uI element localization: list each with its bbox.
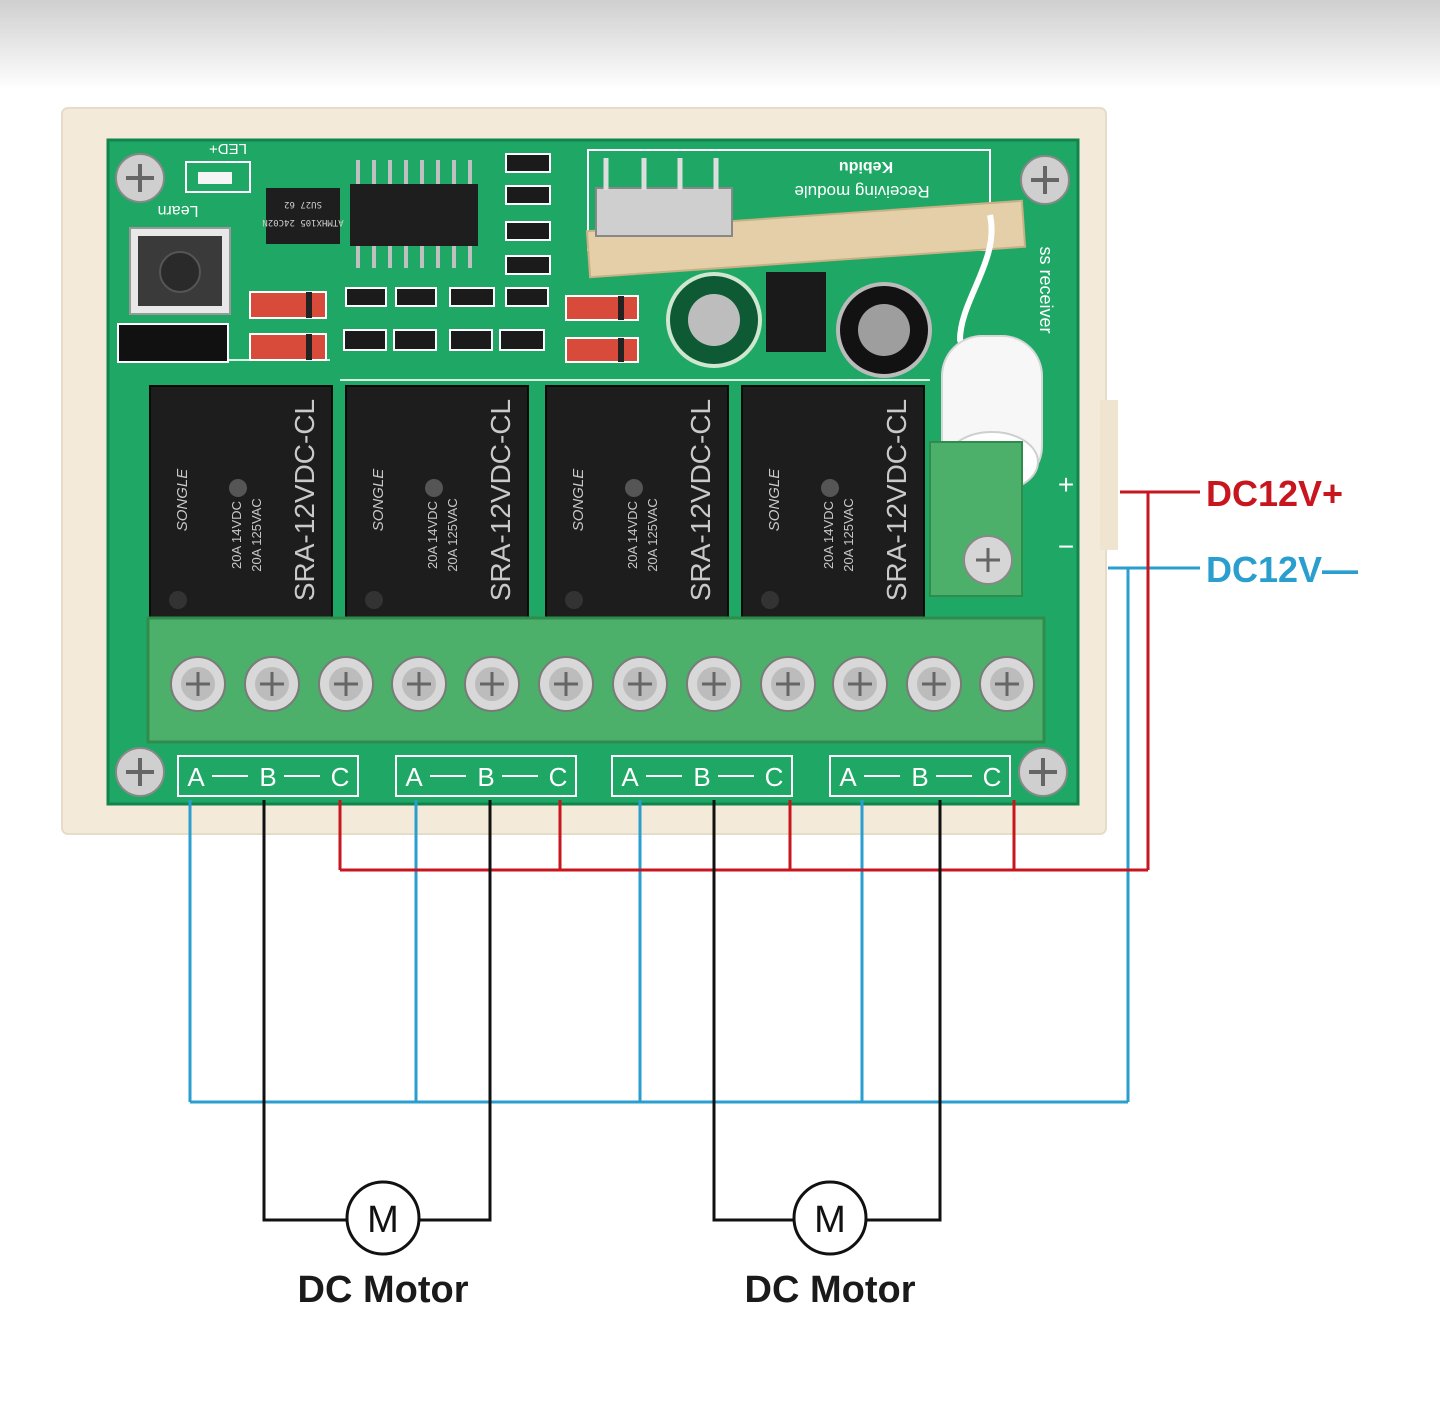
dc-motor-icon: M xyxy=(345,1180,421,1256)
terminal-screw-icon[interactable] xyxy=(686,656,742,712)
relay-rating-2: 20A 125VAC xyxy=(645,498,660,571)
smd-components xyxy=(343,153,551,351)
relay: SRA-12VDC-CL SONGLE 20A 14VDC 20A 125VAC xyxy=(741,385,925,623)
terminal-group-label: A B C xyxy=(395,755,577,797)
ic-label-2: SU27 62 xyxy=(284,199,322,209)
power-plus-label: + xyxy=(1058,469,1074,500)
motor-wire xyxy=(262,800,346,1222)
terminal-a-label: A xyxy=(839,762,857,792)
relay: SRA-12VDC-CL SONGLE 20A 14VDC 20A 125VAC xyxy=(545,385,729,623)
capacitor xyxy=(836,282,932,378)
motor-wire xyxy=(420,800,492,1222)
relay-brand: SONGLE xyxy=(370,468,387,532)
terminal-b-label: B xyxy=(259,762,276,792)
dc-motor-icon: M xyxy=(792,1180,868,1256)
terminal-screw-icon[interactable] xyxy=(906,656,962,712)
screw-icon xyxy=(1020,155,1070,205)
terminal-b-label: B xyxy=(911,762,928,792)
terminal-screw-icon[interactable] xyxy=(391,656,447,712)
top-shadow xyxy=(0,0,1440,90)
antenna-wire xyxy=(956,214,995,402)
eeprom-chip xyxy=(266,188,340,244)
terminal-screw-icon[interactable] xyxy=(832,656,888,712)
terminal-b-label: B xyxy=(477,762,494,792)
relay-rating-1: 20A 14VDC xyxy=(625,501,640,569)
terminal-a-label: A xyxy=(621,762,639,792)
power-minus-label: − xyxy=(1058,531,1074,562)
relay-rating-1: 20A 14VDC xyxy=(425,501,440,569)
terminal-c-label: C xyxy=(331,762,350,792)
terminal-group-label: A B C xyxy=(829,755,1011,797)
screw-icon xyxy=(963,535,1013,585)
dc12v-negative-label: DC12V— xyxy=(1206,549,1358,590)
relay: SRA-12VDC-CL SONGLE 20A 14VDC 20A 125VAC xyxy=(345,385,529,623)
motor-label: DC Motor xyxy=(298,1269,469,1311)
terminal-screw-icon[interactable] xyxy=(538,656,594,712)
diodes xyxy=(249,291,639,363)
led-label: LED+ xyxy=(209,140,247,157)
terminal-screw-icon[interactable] xyxy=(170,656,226,712)
motor-symbol: M xyxy=(367,1199,399,1241)
terminal-screw-icon[interactable] xyxy=(979,656,1035,712)
negative-feed-wire xyxy=(1126,566,1200,1102)
terminal-group-label: A B C xyxy=(611,755,793,797)
dc12v-positive-label: DC12V+ xyxy=(1206,473,1343,514)
terminal-screw-icon[interactable] xyxy=(318,656,374,712)
motor-wire xyxy=(866,800,942,1222)
positive-feed-wire xyxy=(1146,490,1200,870)
terminal-a-label: A xyxy=(405,762,423,792)
relay-model: SRA-12VDC-CL xyxy=(485,399,516,601)
screw-icon xyxy=(115,747,165,797)
screw-icon xyxy=(115,153,165,203)
jumper-header xyxy=(117,323,229,363)
terminal-c-label: C xyxy=(549,762,568,792)
motor-label: DC Motor xyxy=(745,1269,916,1311)
screw-icon xyxy=(1018,747,1068,797)
terminal-screw-icon[interactable] xyxy=(244,656,300,712)
receiving-module-label: Receiving module xyxy=(794,182,929,201)
learn-button[interactable] xyxy=(129,227,231,315)
relay-brand: SONGLE xyxy=(766,468,783,532)
decoder-chip xyxy=(350,184,478,246)
relay-model: SRA-12VDC-CL xyxy=(881,399,912,601)
receiver-label: ss receiver xyxy=(1036,246,1056,333)
terminal-screw-icon[interactable] xyxy=(464,656,520,712)
module-brand: Kebidu xyxy=(839,158,893,175)
relay-brand: SONGLE xyxy=(174,468,191,532)
terminal-c-label: C xyxy=(983,762,1002,792)
ic-label-1: ATMHX105 24C02N xyxy=(262,217,343,227)
motor-wire xyxy=(712,800,794,1222)
relay-rating-1: 20A 14VDC xyxy=(821,501,836,569)
relay-rating-1: 20A 14VDC xyxy=(229,501,244,569)
terminal-c-label: C xyxy=(765,762,784,792)
relay: SRA-12VDC-CL SONGLE 20A 14VDC 20A 125VAC xyxy=(149,385,333,623)
learn-label: Learn xyxy=(158,202,199,219)
terminal-b-label: B xyxy=(693,762,710,792)
terminal-screw-icon[interactable] xyxy=(760,656,816,712)
terminal-a-label: A xyxy=(187,762,205,792)
relay-rating-2: 20A 125VAC xyxy=(445,498,460,571)
relay-model: SRA-12VDC-CL xyxy=(685,399,716,601)
relay-brand: SONGLE xyxy=(570,468,587,532)
motor-symbol: M xyxy=(814,1199,846,1241)
terminal-screw-icon[interactable] xyxy=(612,656,668,712)
relay-model: SRA-12VDC-CL xyxy=(289,399,320,601)
relay-rating-2: 20A 125VAC xyxy=(841,498,856,571)
relay-rating-2: 20A 125VAC xyxy=(249,498,264,571)
led-indicator xyxy=(185,161,251,193)
capacitor xyxy=(666,272,762,368)
terminal-group-label: A B C xyxy=(177,755,359,797)
